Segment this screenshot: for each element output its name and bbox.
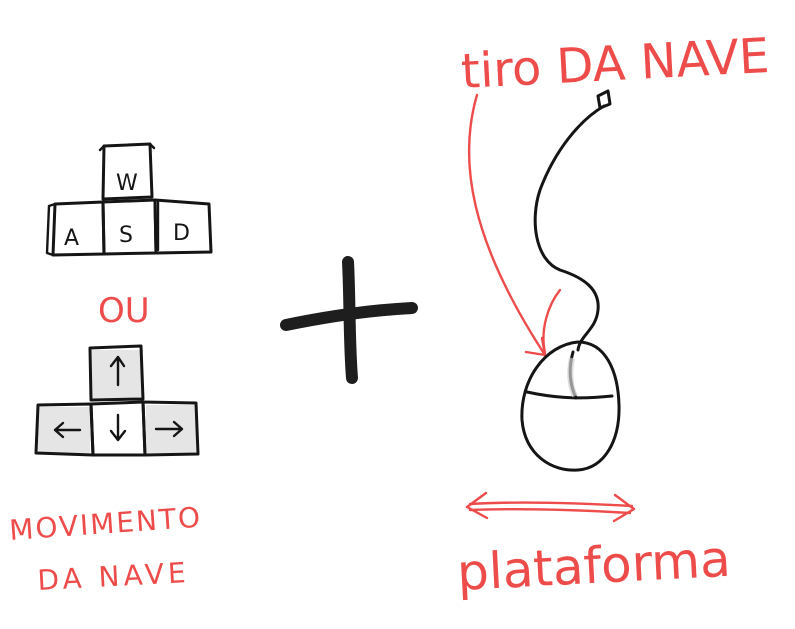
- key-down: [89, 400, 147, 457]
- plus-icon: [280, 256, 418, 384]
- key-right: [141, 400, 200, 457]
- movement-label-line2: DA NAVE: [37, 556, 191, 597]
- key-d-label: D: [173, 221, 190, 246]
- shot-label: tiro DA NAVE: [460, 28, 771, 100]
- key-left: [34, 402, 95, 457]
- key-d: D: [153, 198, 213, 255]
- arrow-up-icon: [109, 355, 126, 387]
- or-label: OU: [98, 291, 150, 331]
- key-s-label: S: [119, 223, 133, 248]
- key-w-label: W: [116, 171, 138, 196]
- key-w: W: [98, 142, 156, 201]
- shot-arrow: [467, 93, 562, 357]
- key-s: S: [101, 198, 158, 256]
- key-a-label: A: [64, 226, 79, 251]
- arrow-keys: [34, 344, 200, 457]
- mouse-icon: [520, 89, 621, 472]
- arrow-left-icon: [53, 421, 82, 439]
- double-arrow-icon: [465, 491, 636, 523]
- key-a: A: [45, 200, 106, 257]
- platform-label: plataforma: [456, 530, 732, 602]
- wasd-keys: W A S D: [45, 142, 213, 257]
- arrow-right-icon: [154, 420, 184, 438]
- arrow-down-icon: [109, 413, 127, 442]
- key-up: [88, 344, 145, 402]
- movement-label-line1: MOVIMENTO: [8, 501, 203, 547]
